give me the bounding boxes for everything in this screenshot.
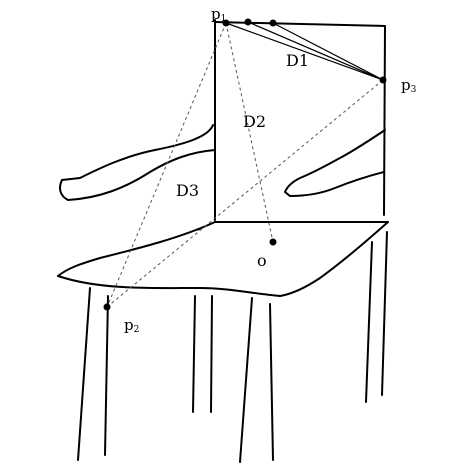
chair-legs (77, 231, 388, 463)
point-p2 (103, 303, 111, 311)
front-left-leg (77, 287, 109, 461)
point-o (269, 238, 277, 246)
label-d2: D2 (243, 112, 266, 131)
seam-mark (197, 223, 211, 231)
point-p1 (222, 19, 230, 27)
label-p2: p2 (124, 316, 139, 335)
left-armrest (59, 124, 216, 201)
d1-lines (225, 21, 384, 81)
back-left-leg (192, 295, 213, 413)
front-right-leg (239, 297, 274, 463)
back-top-rail (214, 21, 386, 27)
points (103, 18, 387, 311)
point-p3 (379, 76, 387, 84)
chair-back (214, 19, 386, 221)
right-armrest (284, 129, 386, 197)
label-o: o (257, 251, 267, 270)
label-p3: p3 (401, 76, 417, 95)
dashed-lines (106, 22, 384, 308)
label-d3: D3 (176, 181, 199, 200)
back-right-post (383, 25, 386, 216)
chair-seat (57, 221, 389, 297)
label-p1: p1 (211, 5, 226, 24)
back-right-leg (365, 231, 388, 403)
point-top-rail-3 (269, 19, 277, 27)
seat-front-edge (57, 275, 281, 297)
point-top-rail-2 (244, 18, 252, 26)
label-d1: D1 (286, 51, 309, 70)
seat-left-edge (57, 221, 216, 277)
d2-line (225, 22, 274, 243)
p1-p2-line (106, 22, 227, 308)
seat-right-edge (279, 221, 389, 297)
